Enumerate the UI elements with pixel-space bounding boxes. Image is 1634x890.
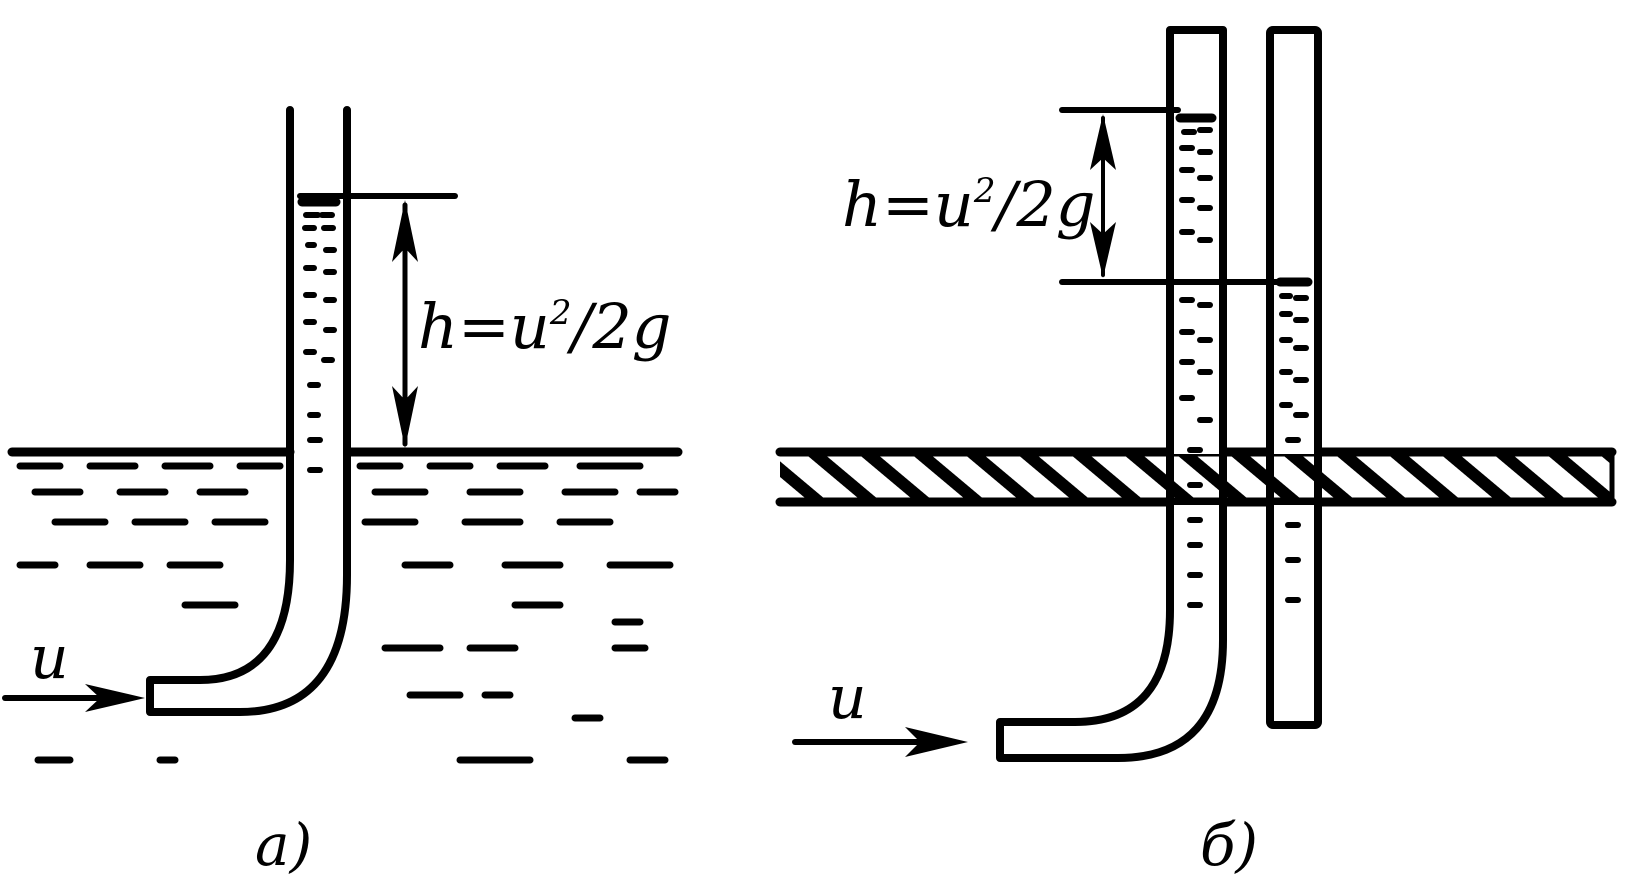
- formula-a-u: u: [510, 290, 550, 363]
- panel-b: h=u2/2g u б): [775, 24, 1617, 879]
- formula-a-sup: 2: [549, 293, 572, 333]
- liquid-column-a: [297, 197, 341, 473]
- piezometer-tube-b: [1266, 24, 1322, 729]
- height-dimension-b: [1059, 107, 1283, 285]
- water-body: [16, 462, 679, 764]
- formula-a-eq: =: [458, 290, 510, 363]
- liquid-column-b-right: [1275, 277, 1313, 603]
- velocity-label-a: u: [30, 623, 69, 693]
- arrow-right-icon: [905, 727, 968, 757]
- arrow-down-icon: [392, 386, 418, 448]
- formula-a-h: h: [418, 290, 458, 363]
- formula-b-h: h: [842, 168, 882, 241]
- flow-arrow-b: [792, 727, 968, 757]
- arrow-up-icon: [1090, 114, 1116, 170]
- formula-a-rest: /2g: [566, 290, 671, 363]
- formula-b-u: u: [934, 168, 974, 241]
- panel-a: h=u2/2g u a): [2, 106, 683, 879]
- velocity-label-b: u: [828, 663, 867, 733]
- arrow-right-icon: [85, 684, 145, 712]
- liquid-column-b-left: [1175, 113, 1217, 608]
- arrow-up-icon: [392, 200, 418, 262]
- caption-a: a): [255, 811, 312, 879]
- pitot-tube-a: [146, 106, 351, 716]
- formula-b-sup: 2: [973, 171, 996, 211]
- pipe-wall: [775, 447, 1617, 507]
- height-dimension-a: [297, 193, 458, 448]
- flow-arrow-a: [2, 684, 145, 712]
- formula-a: h=u2/2g: [418, 290, 672, 363]
- arrow-down-icon: [1090, 222, 1116, 278]
- formula-b: h=u2/2g: [842, 168, 1096, 241]
- formula-b-eq: =: [882, 168, 934, 241]
- caption-b: б): [1200, 811, 1258, 879]
- formula-b-rest: /2g: [990, 168, 1095, 241]
